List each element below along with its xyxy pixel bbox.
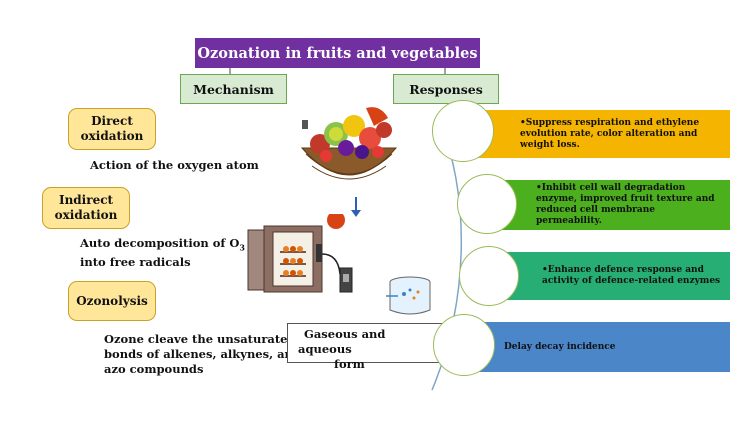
mechanism-label: oxidation: [80, 129, 144, 143]
form-text: form: [334, 357, 365, 371]
description-text: bonds of alkenes, alkynes, and: [104, 347, 301, 361]
mechanism-label: Direct: [91, 114, 133, 128]
response-circle-1: [432, 100, 494, 162]
response-bar-4: Delay decay incidence: [464, 322, 730, 372]
form-box: Gaseous and aqueous form: [287, 323, 445, 371]
description-text: into free radicals: [80, 255, 191, 270]
response-circle-2: [457, 174, 517, 234]
subscript: 3: [239, 242, 245, 253]
mechanism-label: oxidation: [54, 208, 118, 222]
indirect-oxidation-description: Auto decomposition of O3 into free radic…: [80, 236, 245, 270]
description-text: azo compounds: [104, 362, 204, 376]
diagram-title: Ozonation in fruits and vegetables: [195, 38, 480, 68]
mechanism-label: Ozonolysis: [76, 293, 148, 308]
fruit-basket-icon: [300, 107, 398, 180]
ozonolysis-description: Ozone cleave the unsaturated bonds of al…: [104, 332, 301, 377]
form-text: Gaseous and aqueous: [298, 327, 386, 356]
ozonolysis-box: Ozonolysis: [68, 281, 156, 321]
response-bar-3: •Enhance defence response and activity o…: [484, 252, 730, 300]
mechanism-label: Indirect: [58, 193, 114, 207]
direct-oxidation-description: Action of the oxygen atom: [90, 158, 259, 172]
mechanism-header: Mechanism: [180, 74, 287, 104]
water-beaker-icon: [386, 276, 431, 315]
ozone-chamber-icon: [247, 214, 353, 293]
response-circle-4: [433, 314, 495, 376]
response-circle-3: [459, 246, 519, 306]
description-text: Ozone cleave the unsaturated: [104, 332, 296, 346]
responses-header: Responses: [393, 74, 499, 104]
description-text: Auto decomposition of O: [80, 236, 240, 250]
response-bar-1: •Suppress respiration and ethylene evolu…: [462, 110, 730, 158]
response-bar-2: •Inhibit cell wall degradation enzyme, i…: [478, 180, 730, 230]
